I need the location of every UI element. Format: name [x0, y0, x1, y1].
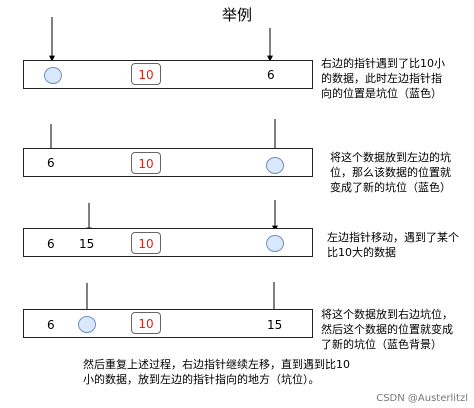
pit-marker [266, 157, 284, 174]
center-value-box: 10 [131, 232, 161, 254]
center-value-box: 10 [131, 312, 161, 334]
array-row-1: 10 6 [23, 60, 313, 89]
watermark: CSDN @Austerlitzl [376, 393, 468, 404]
left-number: 6 [47, 156, 55, 170]
left-number: 6 [47, 318, 55, 332]
left-number: 6 [47, 237, 55, 251]
pit-marker [266, 235, 284, 252]
step-description: 将这个数据放到右边坑位， 然后这个数据的位置就变成 了新的坑位（蓝色背景） [321, 308, 453, 351]
center-value-box: 10 [131, 152, 161, 174]
array-row-4: 6 10 15 [23, 309, 313, 338]
pit-marker [44, 67, 62, 84]
center-value-box: 10 [131, 63, 161, 85]
step-description: 右边的指针遇到了比10小 的数据，此时左边指针指 向的位置是坑位（蓝色） [321, 57, 445, 100]
footer-note: 然后重复上述过程，右边指针继续左移，直到遇到比10 小的数据，放到左边的指针指向… [83, 358, 350, 386]
right-number: 15 [267, 318, 283, 332]
diagram-title: 举例 [221, 6, 252, 24]
middle-number: 15 [79, 237, 95, 251]
step-description: 将这个数据放到左边的坑 位，那么该数据的位置就 变成了新的坑位（蓝色） [330, 151, 451, 194]
pit-marker [78, 316, 96, 333]
step-description: 左边指针移动，遇到了某个 比10大的数据 [327, 231, 459, 259]
right-number: 6 [267, 68, 275, 82]
array-row-2: 6 10 [23, 148, 313, 177]
array-row-3: 6 15 10 [23, 228, 313, 257]
